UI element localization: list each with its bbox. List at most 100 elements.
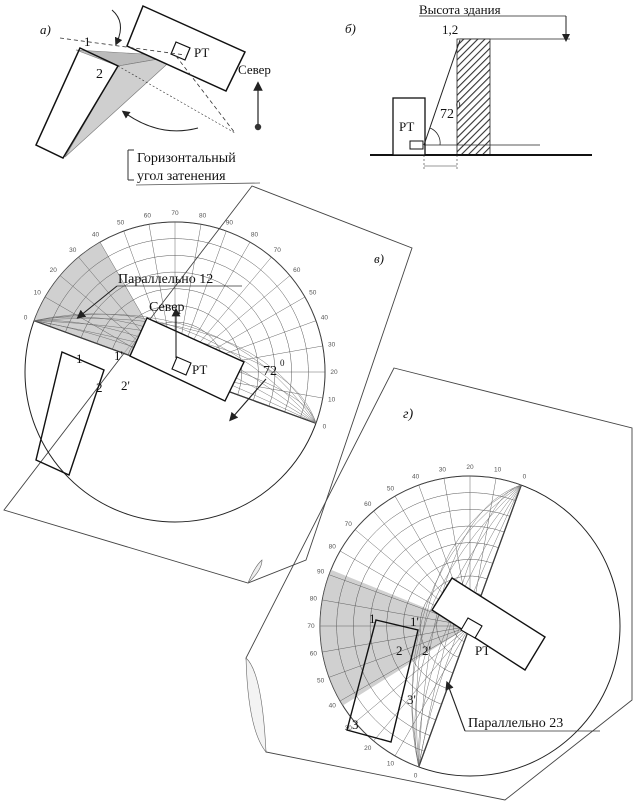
point-2-g: 2 (396, 643, 403, 658)
chart-g-radial (394, 625, 471, 757)
angle-arrow-bottom (121, 110, 199, 132)
chart-v-tick-label: 70 (171, 210, 179, 217)
chart-g-tick-label: 70 (345, 521, 353, 528)
paper-sheet-g (245, 367, 633, 801)
chart-v-tick-label: 20 (330, 369, 338, 376)
parallel-arrow-g (445, 680, 466, 732)
hatched-building (456, 38, 491, 156)
north-label: Север (238, 62, 271, 77)
caption-line-1: Горизонтальный (137, 151, 236, 166)
paper-curl-v (247, 559, 263, 584)
panel-a-label: а) (40, 22, 51, 37)
chart-g-sun-path (411, 484, 522, 768)
north-label-v: Север (149, 300, 184, 315)
point-2-prime-g: 2' (422, 643, 431, 658)
chart-g-tick-label: 0 (414, 772, 418, 779)
chart-g-sun-path (418, 484, 522, 767)
point-1-g: 1 (369, 611, 376, 626)
chart-g-radial (328, 625, 471, 678)
panel-v-label: в) (374, 251, 384, 266)
point-1-prime-v: 1' (114, 348, 123, 363)
chart-g-tick-label: 50 (317, 677, 325, 684)
panel-b-rt-label: РТ (399, 119, 414, 134)
parallel-label-v: Параллельно 12 (118, 272, 213, 287)
chart-v-sun-path (33, 313, 317, 424)
chart-v-tick-label: 90 (226, 220, 234, 227)
chart-g-tick-label: 20 (466, 464, 474, 471)
caption-brace (127, 149, 134, 181)
rt-label: РТ (194, 45, 209, 60)
dashed-line-2 (175, 55, 236, 134)
parallel-label-g: Параллельно 23 (468, 716, 563, 731)
panel-b: б) Высота здания 1,2 РТ 72 0 (345, 2, 592, 170)
window-square-g (460, 617, 483, 639)
chart-g-sun-path (418, 484, 522, 767)
rt-window (409, 140, 424, 150)
chart-g-tick-label: 60 (310, 651, 318, 658)
chart-v-tick-label: 50 (117, 220, 125, 227)
panel-g-label: г) (403, 407, 413, 422)
chart-g-tick-label: 70 (307, 623, 315, 630)
angle-unit-v: 0 (280, 358, 285, 368)
parallel-arrow-v (76, 285, 118, 319)
point-1-label: 1 (84, 34, 91, 49)
point-3-g: 3 (352, 717, 359, 732)
chart-g-tick-label: 80 (310, 595, 318, 602)
caption-underline (135, 182, 261, 186)
chart-g-tick-label: 60 (364, 501, 372, 508)
chart-g-tick-label: 10 (494, 466, 502, 473)
main-building-v (129, 317, 245, 402)
north-dot (254, 123, 262, 131)
angle-value: 72 (440, 107, 454, 122)
angle-arrow-v (229, 378, 267, 422)
angle-arrow-top (111, 9, 123, 46)
chart-g-sun-path (418, 484, 522, 767)
chart-g-tick-label: 80 (329, 544, 337, 551)
chart-g-sun-path (412, 484, 522, 767)
paper-curl-g (245, 657, 267, 753)
chart-v-sun-path (34, 318, 317, 424)
obstructing-building-v (35, 351, 105, 476)
point-2-v: 2 (96, 380, 103, 395)
chart-v-tick-label: 50 (309, 290, 317, 297)
points-label: 1,2 (442, 22, 458, 37)
dashed-line-3 (117, 65, 236, 134)
main-building-g (431, 577, 546, 671)
chart-g-radial (322, 625, 471, 653)
chart-v-tick-label: 30 (328, 341, 336, 348)
chart-v-tick-label: 0 (24, 315, 28, 322)
chart-v-tick-label: 60 (144, 212, 152, 219)
chart-g-tick-label: 10 (387, 761, 395, 768)
chart-g-tick-label: 40 (329, 703, 337, 710)
chart-g-radial (339, 625, 471, 702)
paper-sheet-v (3, 185, 413, 584)
point-3-prime-g: 3' (407, 692, 416, 707)
chart-g-sun-path (416, 484, 522, 767)
window-square-v (171, 356, 192, 376)
obstructing-building-g (346, 619, 419, 743)
shading-triangle (64, 55, 177, 158)
obstructing-building (35, 46, 120, 159)
height-label: Высота здания (419, 2, 501, 17)
rt-label-g: РТ (475, 643, 490, 658)
chart-v-sun-path (34, 320, 317, 424)
chart-g-radial (418, 625, 471, 768)
chart-v-tick-label: 70 (274, 247, 282, 254)
chart-v-tick-label: 0 (323, 423, 327, 430)
chart-v-tick-label: 20 (50, 267, 58, 274)
chart-v-tick-label: 40 (92, 231, 100, 238)
chart-v-tick-label: 10 (34, 290, 42, 297)
panel-a: а) 1 2 РТ Север Горизонтальный угол зате… (35, 4, 271, 186)
sight-line (423, 39, 461, 146)
angle-value-v: 72 (263, 364, 277, 379)
chart-g-sun-path (414, 484, 522, 767)
chart-g-tick-label: 30 (439, 466, 447, 473)
window-square (170, 41, 191, 61)
chart-v-tick-label: 80 (199, 212, 207, 219)
chart-g-tick-label: 20 (364, 745, 372, 752)
chart-g-tick-label: 90 (317, 569, 325, 576)
point-2-label: 2 (96, 67, 103, 82)
